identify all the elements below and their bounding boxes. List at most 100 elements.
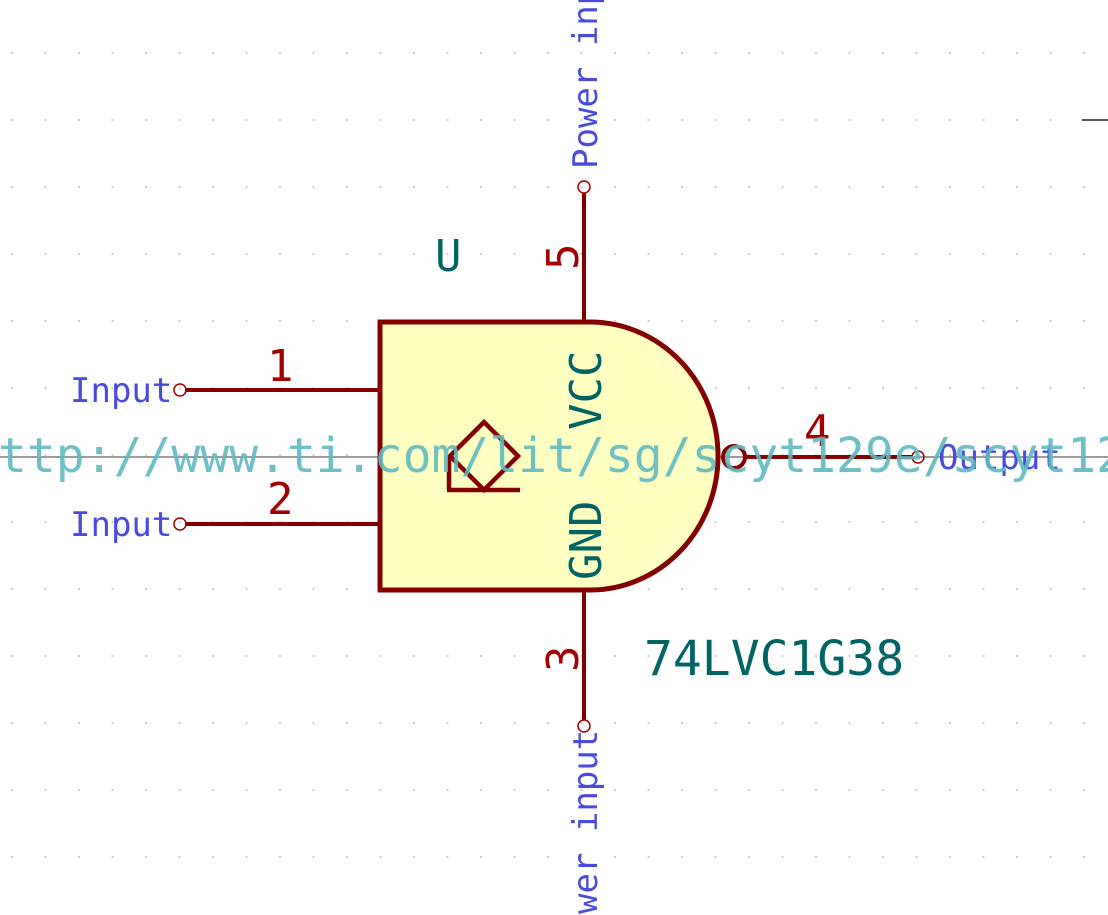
pin-4-end[interactable] bbox=[911, 450, 925, 464]
grid-dot bbox=[1049, 788, 1052, 792]
grid-dot bbox=[747, 118, 751, 122]
grid-dot bbox=[144, 386, 148, 390]
grid-dot bbox=[278, 453, 282, 457]
grid-dot bbox=[1015, 587, 1019, 591]
grid-dot bbox=[747, 855, 751, 859]
grid-dot bbox=[412, 51, 416, 55]
grid-dot bbox=[278, 118, 282, 122]
grid-dot bbox=[10, 252, 14, 256]
grid-dot bbox=[44, 252, 47, 256]
pin-2-type: Input bbox=[70, 505, 172, 545]
grid-dot bbox=[278, 51, 282, 55]
grid-dot bbox=[446, 788, 449, 792]
grid-dot bbox=[446, 721, 449, 725]
grid-dot bbox=[680, 721, 684, 725]
grid-dot bbox=[245, 453, 248, 457]
grid-dot bbox=[680, 185, 684, 189]
grid-dot bbox=[982, 252, 985, 256]
grid-dot bbox=[948, 319, 952, 323]
grid-dot bbox=[211, 654, 215, 658]
grid-dot bbox=[412, 788, 416, 792]
grid-dot bbox=[714, 51, 717, 55]
grid-dot bbox=[211, 788, 215, 792]
grid-dot bbox=[1082, 319, 1086, 323]
grid-dot bbox=[647, 252, 650, 256]
grid-dot bbox=[10, 386, 14, 390]
grid-dot bbox=[312, 587, 315, 591]
grid-dot bbox=[781, 319, 784, 323]
grid-dot bbox=[714, 185, 717, 189]
pin-5-end[interactable] bbox=[577, 180, 591, 194]
grid-dot bbox=[77, 453, 81, 457]
grid-dot bbox=[948, 788, 952, 792]
grid-dot bbox=[580, 185, 583, 189]
grid-dot bbox=[948, 118, 952, 122]
pin-4-number: 4 bbox=[804, 406, 831, 457]
grid-dot bbox=[513, 252, 516, 256]
grid-dot bbox=[982, 587, 985, 591]
grid-dot bbox=[10, 520, 14, 524]
grid-dot bbox=[178, 654, 181, 658]
grid-dot bbox=[479, 51, 483, 55]
grid-dot bbox=[379, 855, 382, 859]
pin-5-number: 5 bbox=[538, 244, 589, 271]
grid-dot bbox=[1049, 118, 1052, 122]
grid-dot bbox=[10, 51, 14, 55]
grid-dot bbox=[446, 252, 449, 256]
grid-dot bbox=[345, 721, 349, 725]
grid-dot bbox=[881, 721, 885, 725]
grid-dot bbox=[848, 855, 851, 859]
grid-dot bbox=[111, 185, 114, 189]
grid-dot bbox=[814, 386, 818, 390]
grid-dot bbox=[1082, 788, 1086, 792]
grid-dot bbox=[178, 386, 181, 390]
grid-dot bbox=[881, 386, 885, 390]
grid-dot bbox=[379, 118, 382, 122]
grid-dot bbox=[44, 51, 47, 55]
grid-dot bbox=[781, 520, 784, 524]
grid-dot bbox=[111, 453, 114, 457]
grid-dot bbox=[948, 587, 952, 591]
grid-dot bbox=[915, 252, 918, 256]
grid-dot bbox=[814, 185, 818, 189]
grid-dot bbox=[278, 788, 282, 792]
symbol-fields: U 74LVC1G38 bbox=[435, 231, 904, 687]
datasheet-url-field[interactable]: ttp://www.ti.com/lit/sg/scyt129e/scyt129… bbox=[0, 428, 1108, 484]
grid-dot bbox=[178, 319, 181, 323]
grid-dot bbox=[211, 855, 215, 859]
grid-dot bbox=[915, 654, 918, 658]
grid-dot bbox=[312, 118, 315, 122]
grid-dot bbox=[848, 520, 851, 524]
and-gate-body[interactable] bbox=[377, 319, 721, 593]
pin-2-end[interactable] bbox=[173, 517, 187, 531]
grid-dot bbox=[1082, 252, 1086, 256]
grid-dot bbox=[178, 252, 181, 256]
grid-dot bbox=[345, 788, 349, 792]
pin-types: Input Input Output Power input wer input bbox=[70, 0, 1061, 914]
value-field[interactable]: 74LVC1G38 bbox=[644, 631, 904, 687]
grid-dot bbox=[747, 252, 751, 256]
pin-1-end[interactable] bbox=[173, 383, 187, 397]
grid-dot bbox=[781, 51, 784, 55]
pin-3-end[interactable] bbox=[577, 719, 591, 733]
grid-dot bbox=[546, 855, 550, 859]
grid-dot bbox=[446, 51, 449, 55]
grid-dot bbox=[312, 51, 315, 55]
grid-dot bbox=[379, 185, 382, 189]
grid-dot bbox=[814, 721, 818, 725]
grid-dot bbox=[44, 587, 47, 591]
grid-dot bbox=[781, 185, 784, 189]
grid-dot bbox=[211, 185, 215, 189]
grid-dot bbox=[379, 654, 382, 658]
grid-dot bbox=[379, 721, 382, 725]
grid-dot bbox=[546, 654, 550, 658]
pin-5-type: Power input bbox=[566, 0, 606, 169]
grid-dot bbox=[848, 319, 851, 323]
grid-dot bbox=[144, 185, 148, 189]
reference-field[interactable]: U bbox=[435, 231, 462, 282]
grid-dot bbox=[111, 520, 114, 524]
grid-dot bbox=[747, 520, 751, 524]
grid-dot bbox=[1015, 252, 1019, 256]
grid-dot bbox=[245, 319, 248, 323]
